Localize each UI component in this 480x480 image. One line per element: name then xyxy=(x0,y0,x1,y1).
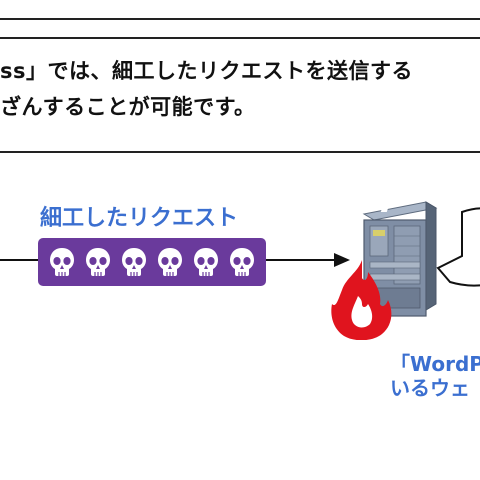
fire-icon xyxy=(331,260,392,340)
speech-bubble-icon xyxy=(436,207,480,287)
target-label-line-1: 「WordPr xyxy=(390,352,480,376)
target-label: 「WordPr いるウェ xyxy=(390,352,480,400)
target-label-line-2: いるウェ xyxy=(390,376,470,400)
skull-icon xyxy=(50,248,74,276)
skull-icon xyxy=(86,248,110,276)
skull-icon xyxy=(158,248,182,276)
skull-icon xyxy=(122,248,146,276)
caption-line-1: ss」では、細工したリクエストを送信する xyxy=(0,59,413,83)
skull-icon xyxy=(194,248,218,276)
caption-line-2: ざんすることが可能です。 xyxy=(0,95,256,119)
request-label: 細工したリクエスト xyxy=(40,206,239,231)
server-icon xyxy=(362,201,480,317)
top-frame xyxy=(0,0,480,20)
skull-icon xyxy=(230,248,254,276)
caption-box: ss」では、細工したリクエストを送信する ざんすることが可能です。 xyxy=(0,37,480,153)
request-bar xyxy=(38,238,266,286)
